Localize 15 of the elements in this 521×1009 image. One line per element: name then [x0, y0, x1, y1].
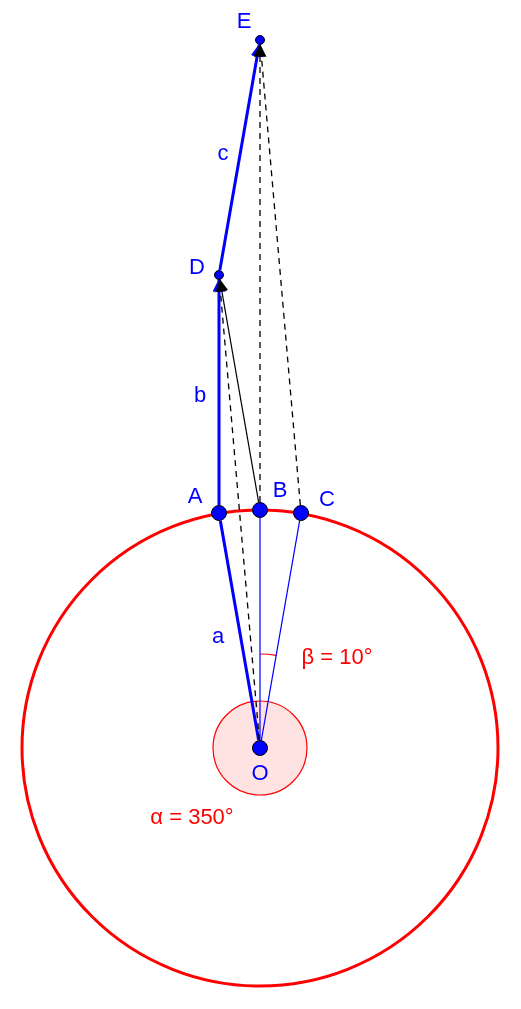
edge-label: b	[193, 383, 207, 407]
point-label: E	[236, 9, 252, 33]
point-label: B	[272, 478, 288, 502]
dashed-line	[253, 43, 267, 503]
angle-label: β = 10°	[301, 645, 373, 669]
angle-label: α = 350°	[150, 805, 234, 829]
edge-label: c	[217, 141, 229, 165]
edge-label: a	[211, 624, 225, 648]
point-label: A	[187, 484, 203, 508]
point-label: C	[319, 487, 335, 511]
point-label: D	[189, 255, 205, 279]
arrow	[218, 43, 264, 271]
arrow	[215, 278, 260, 503]
point-label: O	[251, 761, 269, 785]
arrow	[212, 278, 226, 505]
